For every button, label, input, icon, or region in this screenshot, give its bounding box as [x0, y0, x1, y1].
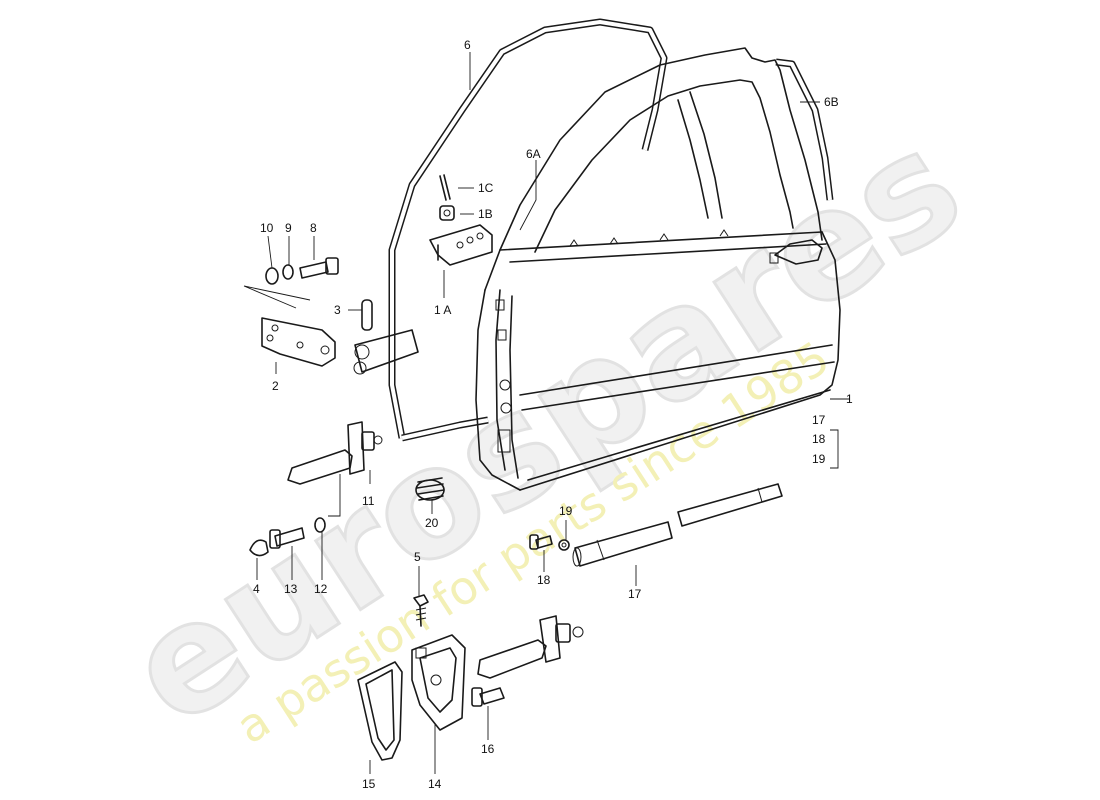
bush-part-1b: [439, 205, 455, 221]
label-1b: 1B: [478, 207, 493, 221]
gasket-part-15: [357, 661, 403, 761]
label-6a: 6A: [526, 147, 541, 161]
label-1: 1: [846, 392, 853, 406]
screw-part-18: [529, 534, 553, 550]
label-2: 2: [272, 379, 279, 393]
label-19-door: 19: [812, 452, 826, 466]
bolt-part-16: [471, 687, 505, 707]
label-12: 12: [314, 582, 328, 596]
washer-part-9: [282, 264, 294, 280]
door-check-part-11: [287, 421, 383, 485]
bolt-part-13: [269, 527, 305, 549]
buffer-part-20: [415, 477, 445, 501]
washer-part-19: [558, 539, 570, 551]
label-18-tube: 18: [537, 573, 551, 587]
part-labels: 6 6A 6B 1C 1B 1 A 10 9 8 3 2 1 17 18 19 …: [253, 38, 853, 791]
label-1a: 1 A: [434, 303, 451, 317]
leader-lines: [243, 52, 850, 774]
label-10: 10: [260, 221, 274, 235]
label-17-door: 17: [812, 413, 826, 427]
label-18-door: 18: [812, 432, 826, 446]
door-check-lower: [477, 615, 584, 679]
striker-assembly-part-1a: [429, 224, 493, 266]
label-19-tube: 19: [559, 504, 573, 518]
label-16: 16: [481, 742, 495, 756]
bolt-part-8: [299, 257, 339, 279]
label-6: 6: [464, 38, 471, 52]
label-8: 8: [310, 221, 317, 235]
label-14: 14: [428, 777, 442, 791]
label-6b: 6B: [824, 95, 839, 109]
door-seal-part-6: [388, 18, 668, 442]
label-17-tube: 17: [628, 587, 642, 601]
label-3: 3: [334, 303, 341, 317]
bracket-part-14: [411, 634, 466, 731]
label-1c: 1C: [478, 181, 494, 195]
label-11: 11: [362, 494, 375, 508]
label-9: 9: [285, 221, 292, 235]
cap-part-4: [249, 539, 269, 557]
screw-part-5: [413, 594, 429, 627]
label-4: 4: [253, 582, 260, 596]
tube-part-17: [572, 483, 783, 567]
washer-part-12: [314, 517, 326, 533]
label-13: 13: [284, 582, 298, 596]
label-5: 5: [414, 550, 421, 564]
pin-part-1c: [439, 174, 451, 201]
window-channel-part-6b: [775, 58, 834, 201]
watermark-brand: eurospares: [100, 98, 990, 760]
watermark: eurospares a passion for parts since 198…: [98, 96, 991, 761]
door-shell-part-1: [475, 47, 841, 491]
hinge-plate-part-2: [261, 317, 336, 367]
label-15: 15: [362, 777, 376, 791]
nut-part-10: [265, 267, 279, 285]
label-20: 20: [425, 516, 439, 530]
hinge-pin-part-3: [361, 299, 373, 331]
door-hinge-upper: [353, 329, 419, 375]
